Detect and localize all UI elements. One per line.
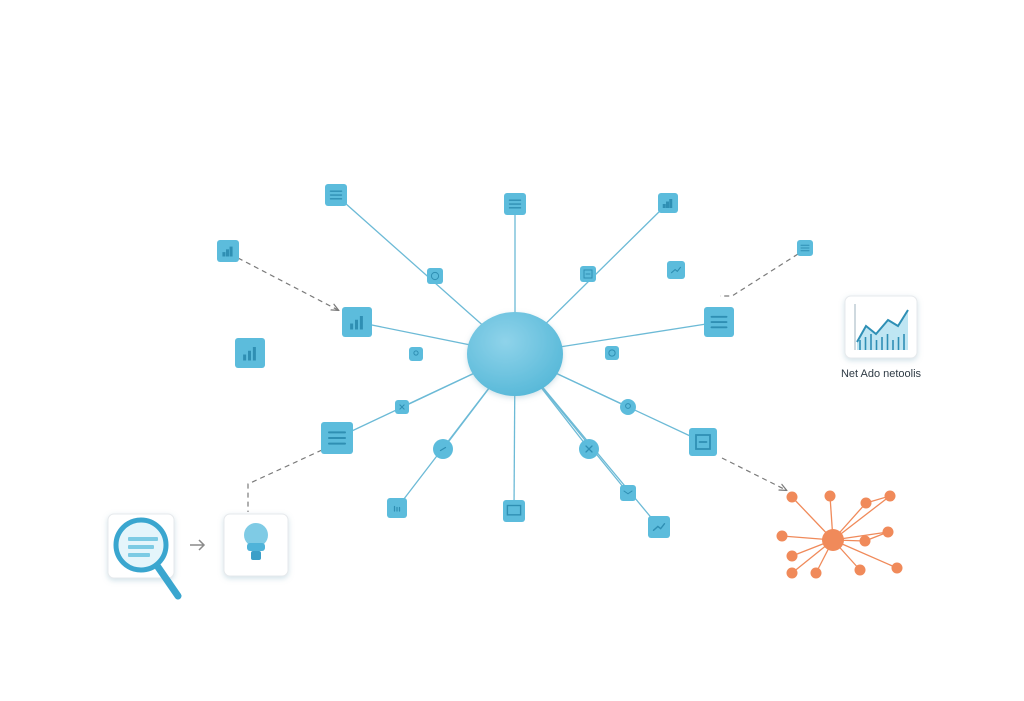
dashed-connector-top-right [720, 253, 799, 297]
orange-node [786, 550, 798, 562]
analytics-card-caption: Net Ado netoolis [840, 368, 922, 380]
list-icon [329, 190, 343, 200]
node-shape [409, 347, 423, 361]
node-tag-lower-left [395, 400, 409, 414]
magnifier-icon [113, 517, 182, 600]
idea-card [223, 513, 289, 577]
orange-edge [832, 539, 898, 569]
orange-network [776, 490, 903, 579]
list-icon [508, 199, 522, 209]
form-icon [710, 315, 728, 329]
node-list-top-left [325, 184, 347, 206]
orange-node [854, 564, 866, 576]
orange-node [860, 497, 872, 509]
bar-chart-icon [222, 246, 233, 257]
node-list-far-right [797, 240, 813, 256]
node-pin-left [409, 347, 423, 361]
analytics-card [844, 295, 918, 359]
orange-edge [832, 495, 891, 541]
orange-node [824, 490, 836, 502]
node-gear-inner [427, 268, 443, 284]
node-bar-chart-left [342, 307, 372, 337]
node-list-lower-left [321, 422, 353, 454]
arrow-right-icon [190, 539, 206, 551]
monitor-icon [506, 504, 522, 516]
mail-icon [623, 490, 633, 495]
node-location-right [620, 399, 636, 415]
dashed-connector-lower-right [721, 457, 786, 490]
node-shape [620, 399, 636, 415]
building-chart-icon [243, 347, 256, 361]
node-shape [620, 485, 636, 501]
gear-icon [430, 271, 440, 281]
node-archive-right [689, 428, 717, 456]
node-linkedin-bottom-left [387, 498, 407, 518]
location-icon [625, 403, 631, 409]
node-mail-bottom-right [620, 485, 636, 501]
node-shape [605, 346, 619, 360]
chart-icon [670, 266, 682, 274]
orange-node [882, 526, 894, 538]
node-shape [503, 500, 525, 522]
cross-icon [585, 445, 593, 453]
gear-icon [608, 349, 616, 357]
orange-node [786, 491, 798, 503]
line-chart-icon [854, 304, 909, 350]
lightbulb-icon [244, 523, 268, 560]
tag-icon [399, 404, 405, 410]
dashed-connector-top-left [237, 257, 338, 310]
orange-hub [822, 529, 844, 551]
node-cross-lower-right [579, 439, 599, 459]
orange-node [786, 567, 798, 579]
node-trend-bottom-right [648, 516, 670, 538]
node-list-top [504, 193, 526, 215]
node-document-inner [580, 266, 596, 282]
circle-icon [439, 446, 447, 452]
bar-chart-icon [662, 199, 673, 208]
trend-icon [652, 523, 666, 531]
orange-node [884, 490, 896, 502]
orange-node [891, 562, 903, 574]
dashed-connector-lower-left [247, 449, 323, 512]
bar-chart-icon [350, 316, 363, 330]
linkedin-icon [393, 505, 401, 512]
search-card [107, 513, 182, 600]
node-circle-lower-left [433, 439, 453, 459]
central-hub [467, 312, 563, 396]
node-bar-chart-top-right [658, 193, 678, 213]
list-icon [328, 431, 346, 445]
node-building-chart-left [235, 338, 265, 368]
list-icon [800, 244, 810, 252]
node-shape [427, 268, 443, 284]
orange-node [810, 567, 822, 579]
document-icon [583, 269, 593, 279]
nodes [217, 184, 813, 538]
archive-icon [695, 434, 711, 450]
pin-icon [413, 350, 419, 356]
orange-node [776, 530, 788, 542]
orange-node [859, 535, 871, 547]
node-bar-chart-far-left [217, 240, 239, 262]
node-monitor-bottom [503, 500, 525, 522]
node-form-right [704, 307, 734, 337]
node-gear-right [605, 346, 619, 360]
node-chart-inner-right [667, 261, 685, 279]
